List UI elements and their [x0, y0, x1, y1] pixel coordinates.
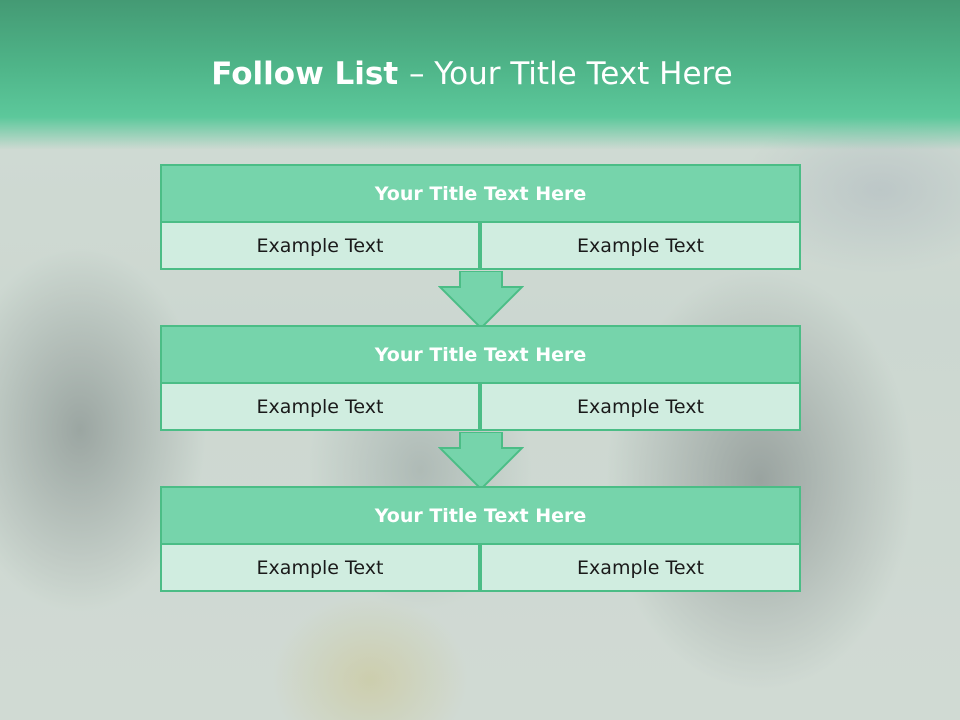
step-title: Your Title Text Here [160, 164, 801, 223]
step-text-right: Example Text [480, 382, 801, 431]
step-block-2: Your Title Text Here Example Text Exampl… [160, 325, 801, 431]
step-text-right: Example Text [480, 221, 801, 270]
down-arrow-icon [438, 432, 524, 490]
step-text-right: Example Text [480, 543, 801, 592]
step-block-1: Your Title Text Here Example Text Exampl… [160, 164, 801, 270]
step-block-3: Your Title Text Here Example Text Exampl… [160, 486, 801, 592]
step-text-left: Example Text [160, 543, 480, 592]
step-text-left: Example Text [160, 221, 480, 270]
step-title: Your Title Text Here [160, 325, 801, 384]
header-band [0, 0, 960, 150]
down-arrow-icon [438, 271, 524, 329]
step-title: Your Title Text Here [160, 486, 801, 545]
title-rest: – Your Title Text Here [408, 56, 733, 92]
step-text-left: Example Text [160, 382, 480, 431]
title-bold: Follow List [211, 56, 409, 92]
slide-title: Follow List – Your Title Text Here [0, 56, 944, 92]
